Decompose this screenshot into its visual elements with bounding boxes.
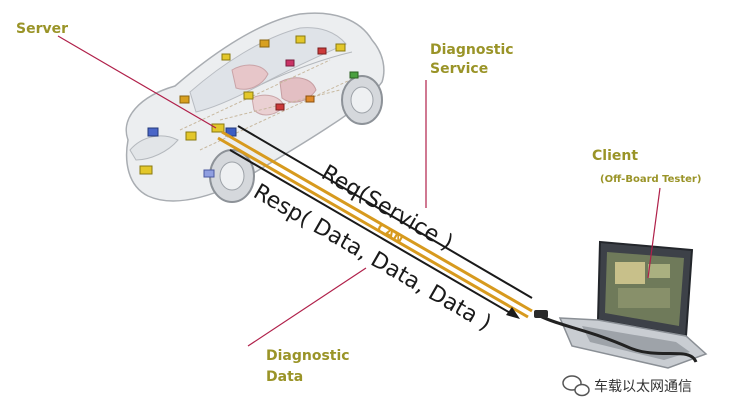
response-arrow [229, 149, 520, 319]
watermark-text: 车载以太网通信 [594, 378, 692, 395]
can-bus [217, 130, 533, 319]
diagnostic-data-label-line2: Data [266, 369, 303, 385]
wechat-icon [562, 375, 590, 397]
laptop-icon [534, 240, 708, 369]
diagnostic-service-label-line2: Service [430, 61, 488, 77]
client-label: Client [592, 148, 638, 164]
pointer-lines [57, 35, 661, 347]
server-label: Server [16, 21, 68, 37]
diagnostic-data-label-line1: Diagnostic [266, 348, 350, 364]
request-arrow-line [237, 125, 533, 299]
car-xray-icon [125, 12, 385, 203]
client-sub-label: (Off-Board Tester) [600, 174, 701, 185]
diagnostic-service-label-line1: Diagnostic [430, 42, 514, 58]
